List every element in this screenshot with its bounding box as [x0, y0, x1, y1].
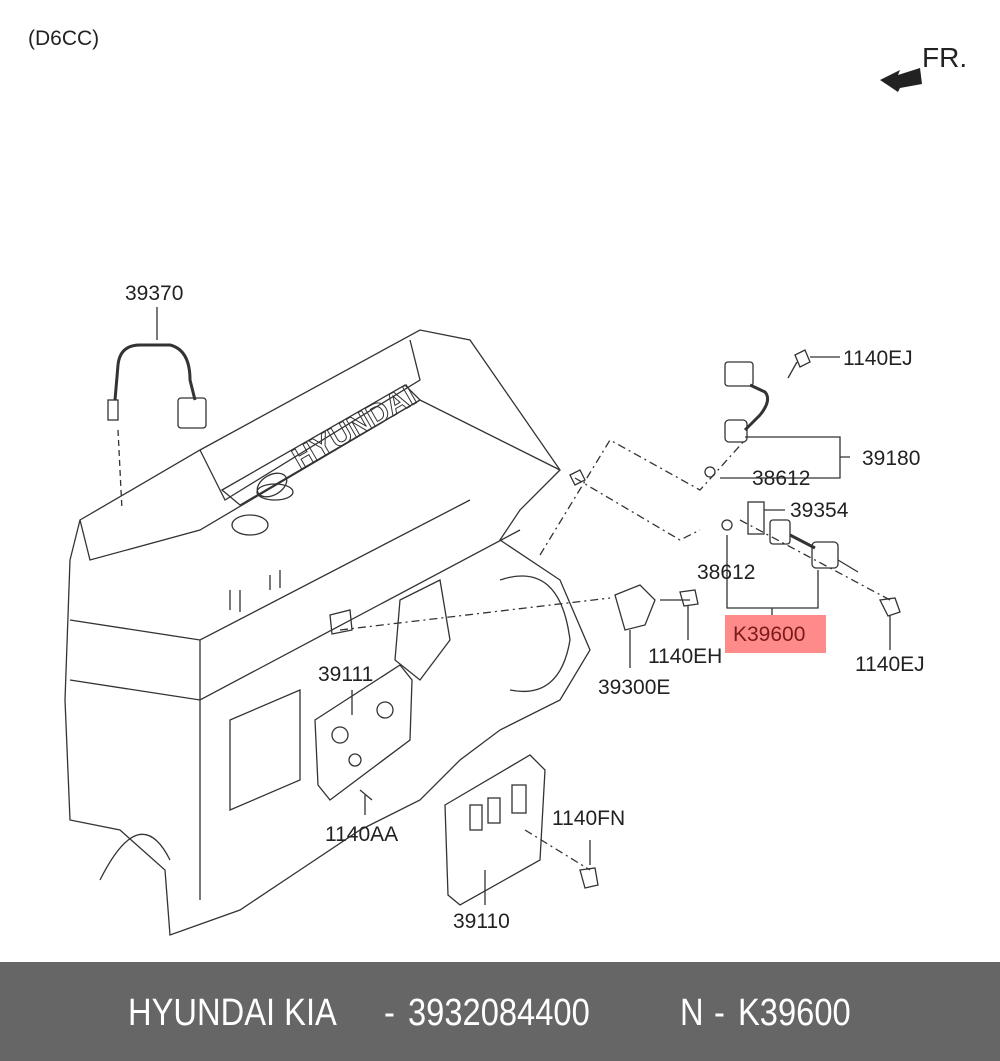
- engine-code-label: (D6CC): [28, 27, 100, 50]
- part-k39600-sensor: [721, 501, 901, 650]
- footer-part-code: K39600: [738, 992, 851, 1034]
- engine-cover-logo: HYUNDAI: [287, 379, 422, 476]
- front-arrow-icon: [880, 68, 922, 92]
- engine-block: [64, 329, 591, 936]
- front-marker-label: FR.: [922, 42, 968, 73]
- callout-39110[interactable]: 39110: [453, 910, 510, 933]
- callout-1140ej-top[interactable]: 1140EJ: [843, 347, 913, 370]
- callout-39300e[interactable]: 39300E: [598, 676, 671, 699]
- part-39370: [107, 307, 207, 511]
- footer-n-label: N: [680, 992, 704, 1034]
- part-39300e: [339, 584, 699, 668]
- footer-dash-1: -: [384, 992, 395, 1034]
- callout-39354[interactable]: 39354: [790, 499, 849, 522]
- callout-38612-low[interactable]: 38612: [697, 561, 756, 584]
- part-39110: [444, 754, 599, 906]
- callout-39180[interactable]: 39180: [862, 447, 921, 470]
- callout-1140ej-low[interactable]: 1140EJ: [855, 653, 925, 676]
- engine-parts-diagram: HYUNDAI: [64, 68, 922, 936]
- callout-39111[interactable]: 39111: [318, 663, 374, 686]
- callout-38612-top[interactable]: 38612: [752, 467, 811, 490]
- footer-brand: HYUNDAI KIA: [128, 992, 337, 1034]
- part-39111: [314, 664, 413, 815]
- footer-bar: HYUNDAI KIA - 3932084400 N - K39600: [0, 962, 1000, 1061]
- part-39180: [539, 349, 850, 556]
- callout-1140fn[interactable]: 1140FN: [552, 807, 626, 830]
- callout-1140eh[interactable]: 1140EH: [648, 645, 723, 668]
- footer-oem-number: 3932084400: [408, 992, 590, 1034]
- callout-1140aa[interactable]: 1140AA: [325, 823, 399, 846]
- highlighted-part-label: K39600: [733, 623, 806, 646]
- footer-dash-2: -: [714, 992, 725, 1034]
- callout-39370[interactable]: 39370: [125, 282, 184, 305]
- highlighted-part-k39600[interactable]: K39600: [725, 615, 826, 653]
